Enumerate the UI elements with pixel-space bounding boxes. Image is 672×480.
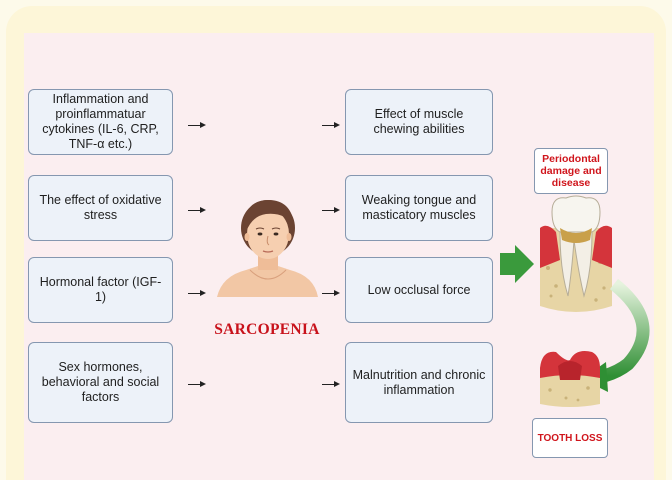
tooth-loss-icon	[0, 0, 672, 480]
